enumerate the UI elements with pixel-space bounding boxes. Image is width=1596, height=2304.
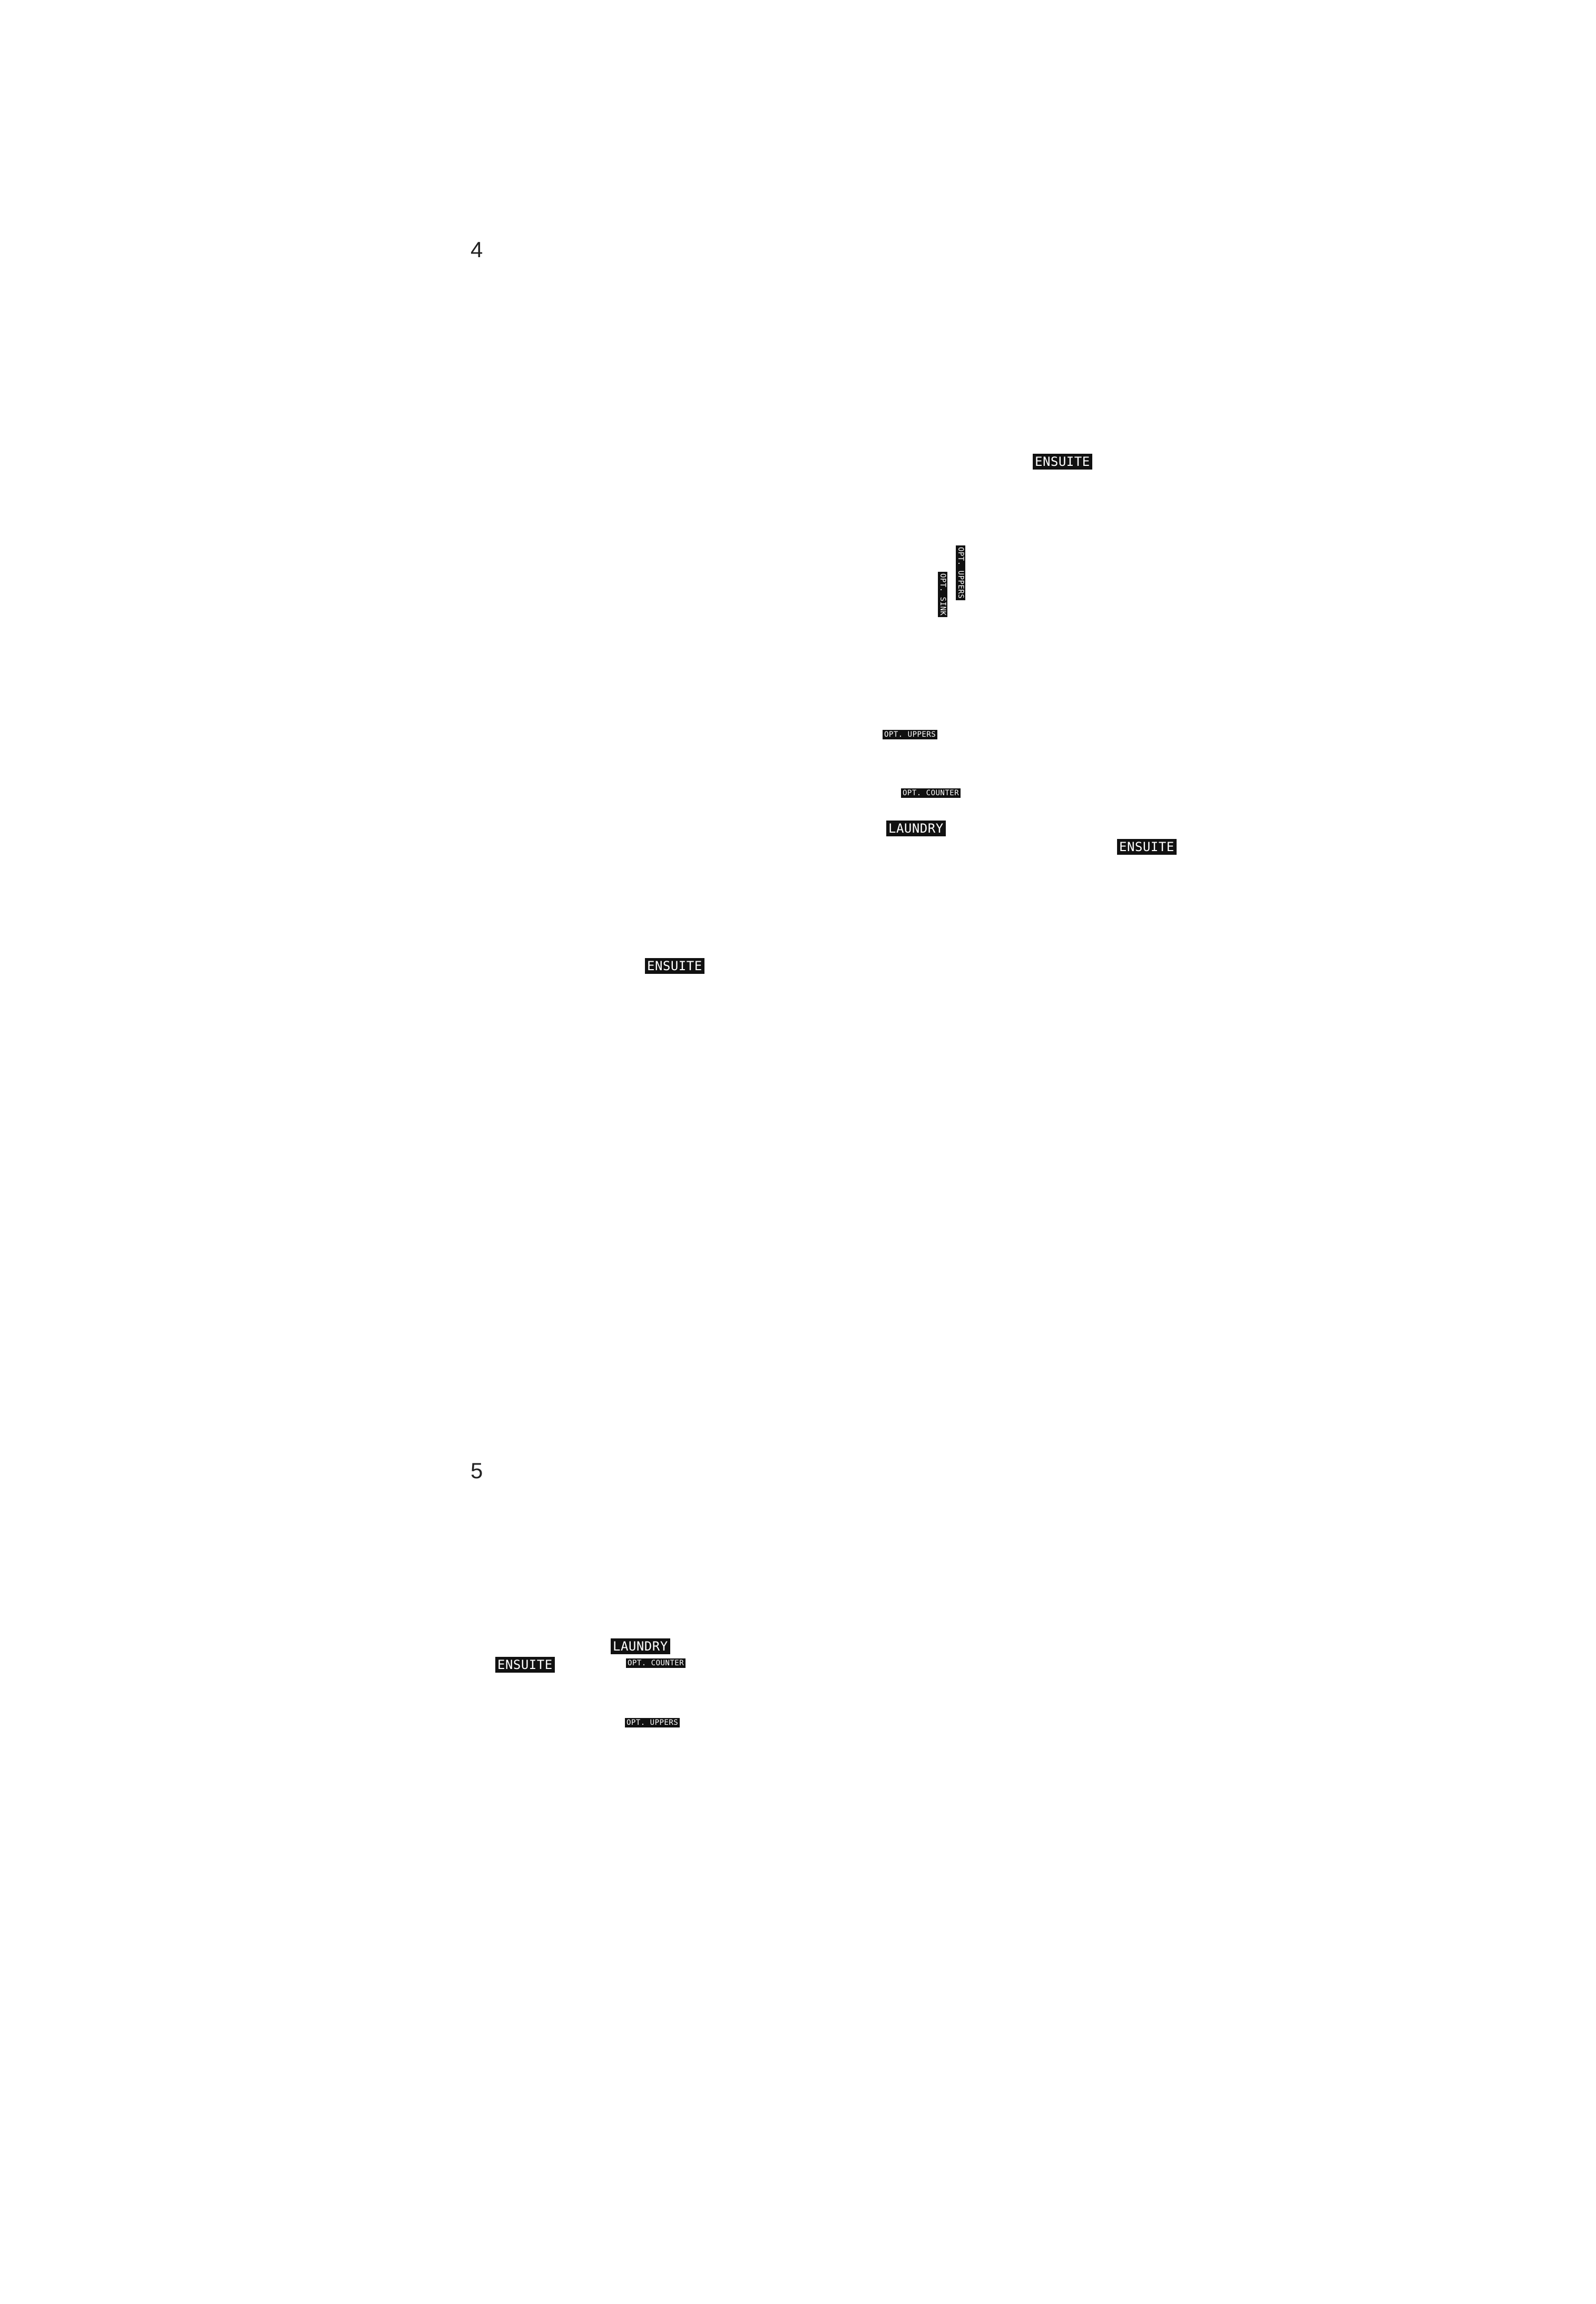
- label-opt-counter-lower: OPT. COUNTER: [626, 1658, 686, 1668]
- label-ensuite-lower: ENSUITE: [495, 1657, 555, 1673]
- label-laundry-lower: LAUNDRY: [611, 1638, 670, 1654]
- page-number-5: 5: [471, 1458, 483, 1483]
- label-opt-sink-vertical: OPT. SINK: [938, 572, 947, 618]
- label-opt-uppers-lower: OPT. UPPERS: [625, 1718, 680, 1727]
- label-opt-counter: OPT. COUNTER: [901, 788, 961, 798]
- label-opt-uppers: OPT. UPPERS: [883, 730, 938, 739]
- label-opt-uppers-vertical: OPT. UPPERS: [956, 545, 965, 601]
- page-number-4: 4: [471, 237, 483, 262]
- label-ensuite-right: ENSUITE: [1117, 839, 1177, 855]
- label-laundry: LAUNDRY: [886, 821, 946, 836]
- label-ensuite-top: ENSUITE: [1033, 454, 1092, 470]
- label-ensuite-left: ENSUITE: [645, 958, 704, 974]
